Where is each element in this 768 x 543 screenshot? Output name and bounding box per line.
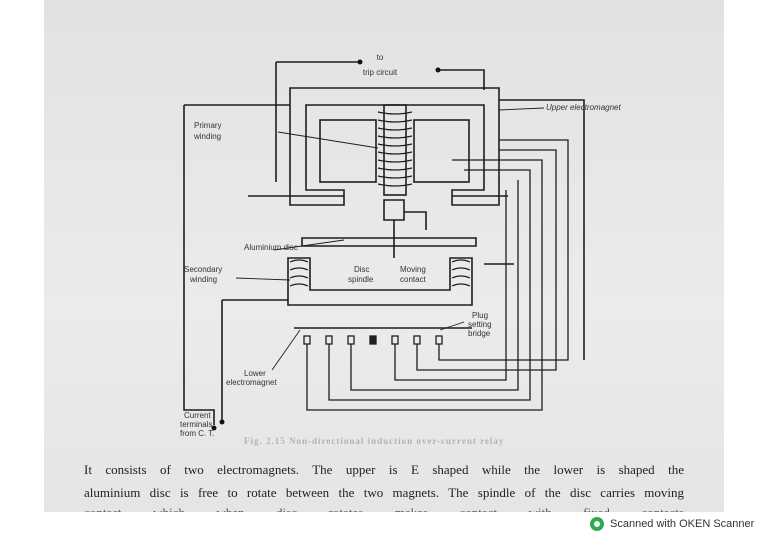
body-text-line-3: contact which when disc rotates makes co… [84, 505, 684, 512]
label-secondary-1: Secondary [184, 265, 222, 274]
plug-sockets [303, 335, 443, 345]
label-plug-3: bridge [468, 329, 491, 338]
label-lower-1: Lower [244, 369, 266, 378]
body-text-line-1: It consists of two electromagnets. The u… [84, 462, 684, 477]
label-plug-2: setting [468, 320, 492, 329]
scanner-text: Scanned with OKEN Scanner [610, 518, 755, 530]
label-trip-to: to [377, 53, 384, 62]
upper-core-center-limb [383, 104, 407, 196]
scanned-page: to trip circuit Upper electromagnet Prim… [44, 0, 724, 512]
label-trip-circuit: trip circuit [363, 68, 398, 77]
ct-wire-left [183, 105, 215, 425]
trip-wire-left [275, 61, 360, 182]
upper-electromagnet-core [289, 87, 500, 206]
scanner-watermark: Scanned with OKEN Scanner [590, 517, 754, 531]
oken-logo-icon [590, 517, 604, 531]
label-primary-2: winding [193, 132, 221, 141]
tapping-wires [306, 139, 569, 411]
trip-wire-right [438, 69, 485, 90]
moving-contact-block [383, 199, 405, 221]
label-current-1: Current [184, 411, 211, 420]
label-disc-2: spindle [348, 275, 374, 284]
primary-winding-coil [377, 111, 413, 187]
label-lower-2: electromagnet [226, 378, 277, 387]
label-moving-2: contact [400, 275, 427, 284]
label-secondary-2: winding [189, 275, 217, 284]
lower-electromagnet-core [287, 257, 473, 306]
body-text-line-2: aluminium disc is free to rotate between… [84, 485, 684, 500]
secondary-winding-coil [289, 259, 471, 287]
upper-core-window-right [413, 119, 470, 183]
label-upper-electromagnet: Upper electromagnet [546, 103, 621, 112]
upper-magnet-wire [499, 99, 585, 360]
relay-diagram: to trip circuit Upper electromagnet Prim… [180, 53, 621, 438]
figure-caption: Fig. 2.15 Non-directional induction over… [244, 436, 505, 446]
label-plug-1: Plug [472, 311, 488, 320]
label-disc-1: Disc [354, 265, 370, 274]
label-aluminium-disc: Aluminium disc [244, 243, 298, 252]
label-current-3: from C. T. [180, 429, 215, 438]
label-primary-1: Primary [194, 121, 222, 130]
aluminium-disc [301, 237, 477, 247]
upper-core-window-left [319, 119, 377, 183]
label-moving-1: Moving [400, 265, 426, 274]
label-current-2: terminals [180, 420, 212, 429]
